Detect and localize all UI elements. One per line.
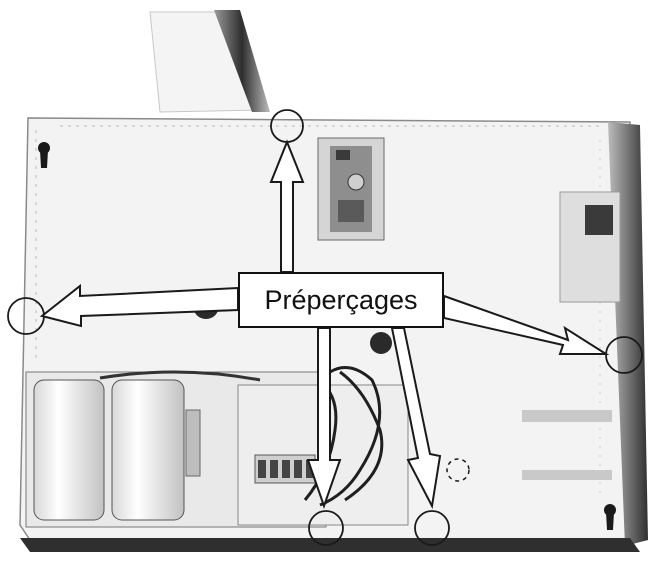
arrow-icon <box>443 294 610 355</box>
keyhole-icon <box>38 142 50 168</box>
hole-circle-icon <box>446 458 470 482</box>
hole-circle-icon <box>308 510 344 546</box>
arrow-icon <box>39 283 239 328</box>
arrow-icon <box>269 139 305 273</box>
screw-post <box>370 332 392 354</box>
keyhole-icon <box>604 504 616 530</box>
right-component <box>522 191 621 480</box>
hole-circle-icon <box>414 510 450 546</box>
arrow-icon <box>306 327 342 510</box>
top-bracket <box>149 10 270 113</box>
preperforations-label: Préperçages <box>238 272 444 328</box>
arrows <box>39 139 610 510</box>
arrow-icon <box>390 327 442 510</box>
sensor-module <box>317 137 385 241</box>
